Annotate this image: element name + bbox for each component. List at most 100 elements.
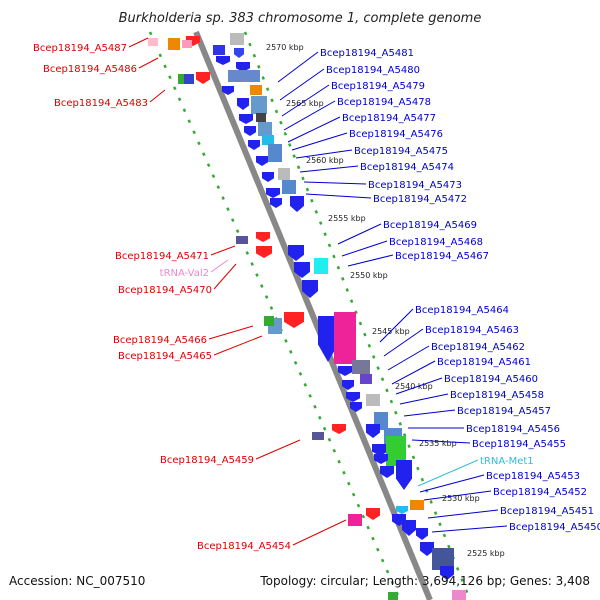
leader-line	[210, 259, 229, 273]
gene-block	[178, 74, 186, 84]
right-gene-label: Bcep18194_A5480	[326, 65, 420, 76]
gene-arrow	[234, 48, 244, 58]
gene-block	[250, 85, 262, 95]
right-gene-label: Bcep18194_A5464	[415, 305, 509, 316]
leader-line	[279, 68, 325, 101]
gene-block	[148, 38, 158, 46]
gene-arrow	[318, 316, 338, 362]
right-gene-label: Bcep18194_A5468	[389, 237, 483, 248]
gene-arrow	[248, 140, 260, 150]
gene-arrow	[244, 126, 256, 136]
right-gene-label: Bcep18194_A5460	[444, 374, 538, 385]
leader-line	[299, 165, 359, 173]
right-gene-label: Bcep18194_A5469	[383, 220, 477, 231]
gene-block	[352, 360, 370, 374]
right-gene-label: Bcep18194_A5467	[395, 251, 489, 262]
right-gene-label: Bcep18194_A5453	[486, 471, 580, 482]
leader-line	[403, 409, 456, 417]
gene-arrow	[270, 198, 282, 208]
gene-arrow	[342, 380, 354, 390]
right-gene-label: Bcep18194_A5475	[354, 146, 448, 157]
gene-arrow	[302, 280, 318, 298]
leader-line	[411, 439, 471, 444]
leader-line	[210, 245, 236, 256]
left-gene-label: Bcep18194_A5483	[54, 98, 148, 109]
gene-labels: Bcep18194_A5487Bcep18194_A5486Bcep18194_…	[33, 43, 600, 552]
kbp-tick-label: 2565 kbp	[286, 99, 324, 108]
right-gene-label: Bcep18194_A5479	[331, 81, 425, 92]
leader-line	[292, 519, 347, 546]
gene-arrow	[236, 62, 250, 72]
leader-line	[341, 240, 388, 257]
leader-line	[417, 459, 479, 487]
leader-line	[305, 193, 372, 199]
kbp-tick-label: 2570 kbp	[266, 43, 304, 52]
gene-block	[278, 168, 290, 180]
gene-arrow	[262, 172, 274, 182]
gene-arrow	[256, 156, 268, 166]
gene-arrow	[284, 312, 304, 328]
gene-arrow	[216, 56, 230, 65]
gene-arrow	[396, 460, 412, 490]
accession-text: Accession: NC_007510	[9, 574, 146, 588]
gene-block	[348, 514, 362, 526]
gene-arrow	[332, 424, 346, 434]
left-gene-label: tRNA-Val2	[160, 268, 209, 279]
right-gene-label: Bcep18194_A5455	[472, 439, 566, 450]
gene-arrow	[288, 245, 304, 261]
gene-block	[168, 38, 180, 50]
gene-block	[452, 590, 466, 600]
gene-block	[410, 500, 424, 510]
gene-block	[282, 180, 296, 194]
leader-line	[383, 328, 424, 357]
gene-block	[264, 316, 274, 326]
gene-arrow	[237, 98, 249, 110]
leader-line	[391, 360, 436, 385]
leader-line	[337, 223, 382, 245]
right-gene-label: Bcep18194_A5474	[360, 162, 454, 173]
gene-arrow	[256, 232, 270, 242]
kbp-tick-label: 2550 kbp	[350, 271, 388, 280]
leader-line	[128, 37, 149, 48]
right-gene-label: Bcep18194_A5451	[500, 506, 594, 517]
right-gene-label: Bcep18194_A5450	[509, 522, 600, 533]
right-gene-label: Bcep18194_A5462	[431, 342, 525, 353]
kbp-tick-label: 2555 kbp	[328, 214, 366, 223]
right-gene-label: Bcep18194_A5458	[450, 390, 544, 401]
guide-line-0	[148, 31, 402, 600]
gene-arrow	[372, 444, 388, 456]
gene-block	[268, 144, 282, 162]
gene-block	[386, 436, 406, 466]
right-gene-label: Bcep18194_A5476	[349, 129, 443, 140]
gene-arrow	[350, 402, 362, 412]
leader-line	[387, 345, 430, 371]
label-leaders	[128, 37, 508, 546]
left-gene-label: Bcep18194_A5466	[113, 335, 207, 346]
gene-block	[182, 40, 192, 48]
leader-line	[213, 263, 237, 290]
gene-arrow	[366, 508, 380, 520]
leader-line	[395, 377, 443, 395]
gene-arrow	[366, 424, 380, 438]
leader-line	[291, 132, 348, 151]
leader-line	[427, 509, 499, 519]
right-gene-label: Bcep18194_A5456	[466, 424, 560, 435]
right-gene-label: Bcep18194_A5473	[368, 180, 462, 191]
gene-block	[366, 394, 380, 406]
right-gene-label: tRNA-Met1	[480, 456, 534, 467]
gene-block	[258, 122, 272, 136]
right-gene-label: Bcep18194_A5481	[320, 48, 414, 59]
gene-features	[148, 33, 466, 600]
gene-block	[228, 70, 260, 82]
gene-block	[432, 548, 454, 570]
left-gene-label: Bcep18194_A5471	[115, 251, 209, 262]
gene-block	[388, 592, 398, 600]
backbone	[193, 30, 433, 600]
kbp-tick-label: 2525 kbp	[467, 549, 505, 558]
right-gene-label: Bcep18194_A5472	[373, 194, 467, 205]
gene-arrow	[346, 392, 360, 402]
leader-line	[419, 474, 485, 493]
kbp-tick-label: 2535 kbp	[419, 439, 457, 448]
gene-block	[314, 258, 328, 274]
right-gene-label: Bcep18194_A5477	[342, 113, 436, 124]
